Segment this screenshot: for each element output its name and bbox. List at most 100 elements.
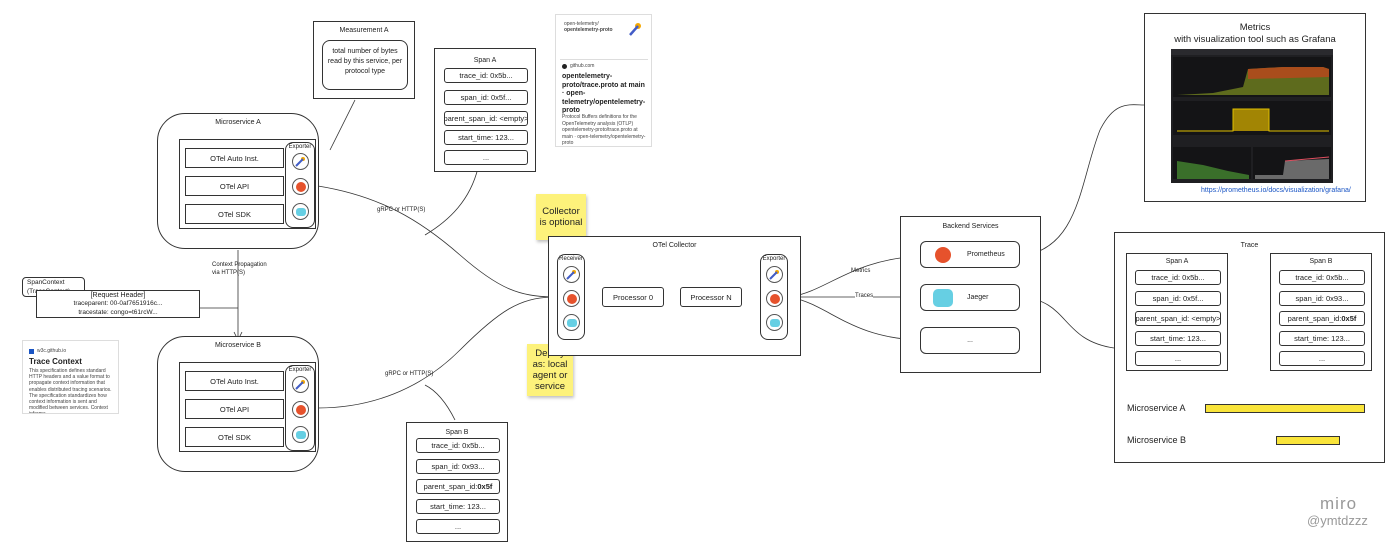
backend-jaeger-label: Jaeger bbox=[967, 294, 989, 301]
span-a-trace-id: trace_id: 0x5b... bbox=[444, 68, 528, 83]
span-b-title: Span B bbox=[445, 429, 469, 436]
prometheus-icon bbox=[935, 247, 951, 263]
trace-context-desc: This specification defines standard HTTP… bbox=[29, 368, 112, 413]
trace-span-b-trace-id: trace_id: 0x5b... bbox=[1279, 270, 1365, 285]
ms-b-exporter-label: Exporter bbox=[288, 367, 312, 373]
backend-jaeger[interactable]: Jaeger bbox=[920, 284, 1020, 311]
processor-0[interactable]: Processor 0 bbox=[602, 287, 664, 307]
trace-span-a-start: start_time: 123... bbox=[1135, 331, 1221, 346]
metrics-box[interactable]: Metrics with visualization tool such as … bbox=[1144, 13, 1366, 202]
otel-exporter-icon bbox=[292, 376, 309, 393]
span-b-trace-id: trace_id: 0x5b... bbox=[416, 438, 500, 453]
span-b-parent-value: 0x5f bbox=[477, 482, 493, 491]
backend-prometheus[interactable]: Prometheus bbox=[920, 241, 1020, 268]
ms-a-otel-auto-inst[interactable]: OTel Auto Inst. bbox=[185, 148, 284, 168]
jaeger-receiver-icon bbox=[563, 314, 580, 331]
ms-b-exporter[interactable]: Exporter bbox=[285, 365, 315, 451]
context-propagation-label-1: Context Propagation bbox=[212, 262, 267, 268]
trace-span-a-span-id: span_id: 0x5f... bbox=[1135, 291, 1221, 306]
trace-context-link-card[interactable]: w3c.github.io Trace Context This specifi… bbox=[22, 340, 119, 414]
span-context-label-1: SpanContext bbox=[27, 279, 65, 286]
otel-collector-title: OTel Collector bbox=[652, 242, 697, 249]
microservice-b-title: Microservice B bbox=[215, 342, 261, 349]
trace-span-b-parent-label: parent_span_id: bbox=[1287, 314, 1342, 323]
ms-a-exporter[interactable]: Exporter bbox=[285, 142, 315, 228]
grpc-label-top: gRPC or HTTP(S) bbox=[377, 207, 426, 213]
span-b-parent-span-id: parent_span_id: 0x5f bbox=[416, 479, 500, 494]
prometheus-exporter-icon bbox=[766, 290, 783, 307]
timeline-label-ms-a: Microservice A bbox=[1127, 403, 1186, 413]
otel-logo-icon bbox=[629, 23, 641, 36]
timeline-bar-ms-a[interactable] bbox=[1205, 404, 1365, 413]
span-a-box[interactable]: Span A trace_id: 0x5b... span_id: 0x5f..… bbox=[434, 48, 536, 172]
request-header-tracestate: tracestate: congo=t61rcW... bbox=[78, 309, 158, 316]
otel-collector-box[interactable]: OTel Collector bbox=[548, 236, 801, 356]
ms-b-otel-auto-inst[interactable]: OTel Auto Inst. bbox=[185, 371, 284, 391]
metrics-title-2: with visualization tool such as Grafana bbox=[1174, 34, 1336, 45]
prometheus-exporter-icon bbox=[292, 178, 309, 195]
ms-a-otel-api[interactable]: OTel API bbox=[185, 176, 284, 196]
span-b-parent-label: parent_span_id: bbox=[423, 482, 478, 491]
metrics-title-1: Metrics bbox=[1239, 22, 1271, 33]
trace-span-a-more: ... bbox=[1135, 351, 1221, 366]
request-header-title: [Request Header] bbox=[90, 292, 146, 299]
timeline-label-ms-b: Microservice B bbox=[1127, 435, 1187, 445]
jaeger-icon bbox=[933, 289, 953, 307]
span-a-span-id: span_id: 0x5f... bbox=[444, 90, 528, 105]
collector-exporter[interactable]: Exporter bbox=[760, 254, 788, 340]
request-header-traceparent: traceparent: 00-0af7651916c... bbox=[73, 300, 163, 307]
otel-exporter-icon bbox=[292, 153, 309, 170]
trace-span-b-parent-value: 0x5f bbox=[1341, 314, 1357, 323]
collector-receiver[interactable]: Receiver bbox=[557, 254, 585, 340]
ms-b-otel-api[interactable]: OTel API bbox=[185, 399, 284, 419]
measurement-a-description: total number of bytes read by this servi… bbox=[322, 40, 408, 90]
trace-span-b[interactable]: Span B trace_id: 0x5b... span_id: 0x93..… bbox=[1270, 253, 1372, 371]
microservice-b-box[interactable]: Microservice B OTel Auto Inst. OTel API … bbox=[157, 336, 319, 472]
prometheus-receiver-icon bbox=[563, 290, 580, 307]
otel-exporter-icon bbox=[766, 266, 783, 283]
processor-n[interactable]: Processor N bbox=[680, 287, 742, 307]
trace-span-a-trace-id: trace_id: 0x5b... bbox=[1135, 270, 1221, 285]
ms-a-exporter-label: Exporter bbox=[288, 144, 312, 150]
jaeger-exporter-icon bbox=[766, 314, 783, 331]
backend-services-title: Backend Services bbox=[942, 223, 999, 230]
span-b-more: ... bbox=[416, 519, 500, 534]
trace-span-a[interactable]: Span A trace_id: 0x5b... span_id: 0x5f..… bbox=[1126, 253, 1228, 371]
measurement-a-title: Measurement A bbox=[339, 27, 389, 34]
trace-span-b-more: ... bbox=[1279, 351, 1365, 366]
backend-more[interactable]: ... bbox=[920, 327, 1020, 354]
github-link-card[interactable]: open-telemetry/ opentelemetry-proto gith… bbox=[555, 14, 652, 147]
span-a-parent-span-id: parent_span_id: <empty> bbox=[444, 111, 528, 126]
span-b-start-time: start_time: 123... bbox=[416, 499, 500, 514]
collector-exporter-label: Exporter bbox=[762, 256, 786, 262]
trace-context-site: w3c.github.io bbox=[37, 348, 67, 354]
span-b-box[interactable]: Span B trace_id: 0x5b... span_id: 0x93..… bbox=[406, 422, 508, 542]
prometheus-exporter-icon bbox=[292, 401, 309, 418]
ms-a-otel-sdk[interactable]: OTel SDK bbox=[185, 204, 284, 224]
collector-receiver-label: Receiver bbox=[559, 256, 583, 262]
github-card-preview: open-telemetry/ opentelemetry-proto bbox=[558, 17, 649, 55]
timeline-bar-ms-b[interactable] bbox=[1275, 436, 1341, 445]
trace-span-b-start: start_time: 123... bbox=[1279, 331, 1365, 346]
trace-span-b-span-id: span_id: 0x93... bbox=[1279, 291, 1365, 306]
otel-receiver-icon bbox=[563, 266, 580, 283]
ms-b-otel-sdk[interactable]: OTel SDK bbox=[185, 427, 284, 447]
measurement-a-box[interactable]: Measurement A total number of bytes read… bbox=[313, 21, 415, 99]
collector-optional-sticky[interactable]: Collector is optional bbox=[536, 194, 586, 240]
microservice-a-box[interactable]: Microservice A OTel Auto Inst. OTel API … bbox=[157, 113, 319, 249]
grafana-link[interactable]: https://prometheus.io/docs/visualization… bbox=[1201, 187, 1351, 194]
w3c-icon bbox=[29, 349, 34, 354]
backend-more-label: ... bbox=[967, 337, 973, 344]
jaeger-exporter-icon bbox=[292, 426, 309, 443]
trace-span-b-parent: parent_span_id: 0x5f bbox=[1279, 311, 1365, 326]
grafana-dashboard-screenshot bbox=[1171, 49, 1333, 183]
trace-span-a-title: Span A bbox=[1165, 258, 1189, 265]
github-card-header-1: open-telemetry/ bbox=[564, 21, 599, 27]
github-card-site: github.com bbox=[570, 63, 595, 69]
trace-context-title: Trace Context bbox=[29, 357, 82, 366]
span-a-start-time: start_time: 123... bbox=[444, 130, 528, 145]
trace-panel-title: Trace bbox=[1240, 242, 1259, 249]
backend-prometheus-label: Prometheus bbox=[967, 251, 1005, 258]
request-header-box[interactable]: [Request Header] traceparent: 00-0af7651… bbox=[36, 290, 200, 318]
trace-span-a-parent: parent_span_id: <empty> bbox=[1135, 311, 1221, 326]
